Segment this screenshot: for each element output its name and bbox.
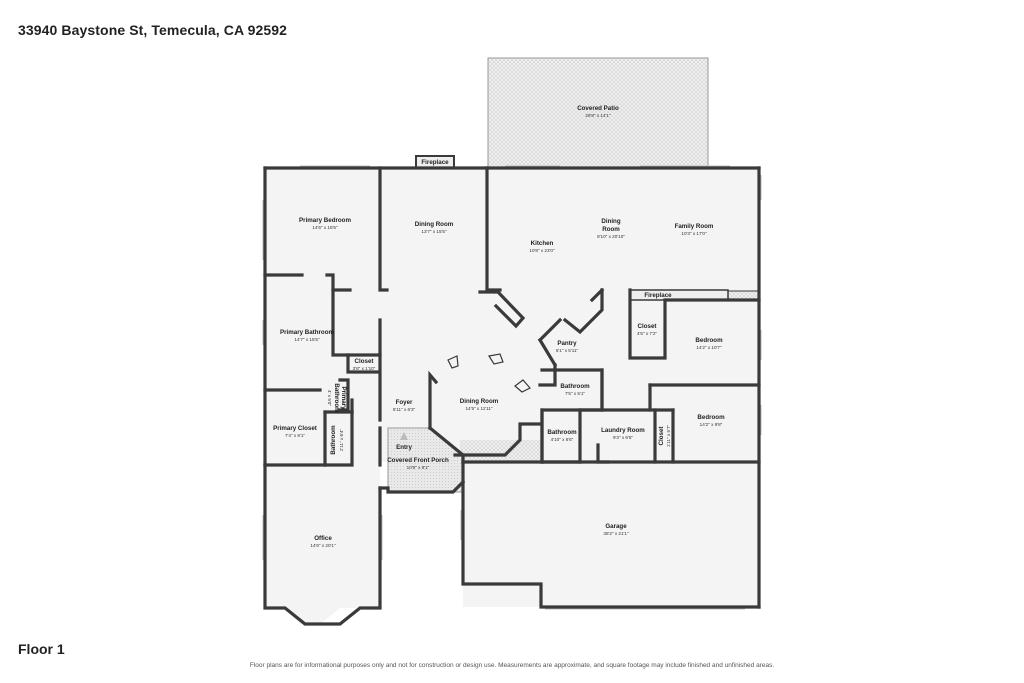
primary-closet-dims: 7'4" x 9'1" bbox=[285, 433, 305, 438]
bedroom-2-dims: 14'2" x 9'8" bbox=[700, 422, 723, 427]
primary-bathroom-small-dims: 4' x 5'0" bbox=[327, 390, 332, 406]
covered-patio-dims: 28'8" x 14'1" bbox=[585, 113, 611, 118]
covered-front-porch-dims: 10'6" x 8'1" bbox=[407, 465, 430, 470]
closet-small-dims: 3'8" x 1'10" bbox=[353, 366, 376, 371]
laundry-room-label: Laundry Room bbox=[601, 427, 645, 434]
walls bbox=[263, 166, 761, 626]
dining-room-2-dims: 8'10" x 20'10" bbox=[597, 234, 625, 239]
dining-room-1-label: Dining Room bbox=[415, 221, 454, 228]
closet-family-dims: 4'5" x 7'2" bbox=[637, 331, 657, 336]
bathroom-mid-dims: 7'5" x 5'1" bbox=[565, 391, 585, 396]
dining-room-1-dims: 13'7" x 15'5" bbox=[421, 229, 447, 234]
primary-bedroom-dims: 14'6" x 15'5" bbox=[312, 225, 338, 230]
fireplace-right-label: Fireplace bbox=[644, 292, 672, 299]
kitchen-dims: 10'8" x 23'0" bbox=[529, 248, 555, 253]
windows bbox=[262, 165, 762, 610]
primary-bathroom-label: Primary Bathroom bbox=[280, 329, 334, 336]
entry-arrow-icon bbox=[400, 432, 408, 440]
closet-small-label: Closet bbox=[355, 358, 374, 365]
bathroom-left-dims: 2'11" x 6'4" bbox=[339, 428, 344, 451]
covered-patio-label: Covered Patio bbox=[577, 105, 619, 112]
property-address: 33940 Baystone St, Temecula, CA 92592 bbox=[18, 22, 288, 38]
office-label: Office bbox=[314, 535, 332, 542]
foyer-dims: 5'11" x 6'3" bbox=[393, 407, 416, 412]
covered-patio-area bbox=[487, 57, 709, 169]
covered-front-porch-label: Covered Front Porch bbox=[387, 457, 449, 464]
primary-bathroom-small-label-line1: Primary bbox=[340, 386, 347, 410]
bedroom-1-dims: 14'2" x 10'7" bbox=[696, 345, 722, 350]
disclaimer-text: Floor plans are for informational purpos… bbox=[249, 662, 775, 669]
primary-bedroom-label: Primary Bedroom bbox=[299, 217, 351, 224]
entry-label: Entry bbox=[396, 444, 412, 451]
garage-label: Garage bbox=[605, 523, 627, 530]
floor-fill bbox=[265, 168, 759, 624]
bathroom-mid-label: Bathroom bbox=[560, 383, 590, 390]
office-dims: 14'6" x 20'1" bbox=[310, 543, 336, 548]
fireplace-top-label: Fireplace bbox=[421, 159, 449, 166]
family-room-dims: 10'3" x 17'0" bbox=[681, 231, 707, 236]
primary-closet-label: Primary Closet bbox=[273, 425, 317, 432]
dining-room-3-label: Dining Room bbox=[460, 398, 499, 405]
closet-narrow-dims: 1'11" x 5'7" bbox=[666, 424, 671, 447]
closet-family-label: Closet bbox=[638, 323, 657, 330]
bathroom-left-label: Bathroom bbox=[330, 425, 337, 455]
floor-label: Floor 1 bbox=[18, 641, 65, 657]
room-labels: Covered Patio 28'8" x 14'1" Fireplace Pr… bbox=[273, 105, 725, 548]
primary-bathroom-dims: 14'7" x 15'5" bbox=[294, 337, 320, 342]
bathroom-lower-label: Bathroom bbox=[547, 429, 577, 436]
bathroom-lower-dims: 4'10" x 6'6" bbox=[551, 437, 574, 442]
closet-narrow-label: Closet bbox=[658, 427, 665, 446]
family-room-label: Family Room bbox=[675, 223, 714, 230]
garage-dims: 38'2" x 21'1" bbox=[603, 531, 629, 536]
laundry-room-dims: 9'3" x 6'5" bbox=[613, 435, 633, 440]
dining-room-2-label-line2: Room bbox=[602, 226, 620, 233]
hatched-area-kitchen bbox=[460, 440, 542, 462]
pantry-label: Pantry bbox=[557, 340, 577, 347]
primary-bathroom-small-label-line2: Bathroom bbox=[333, 383, 340, 413]
pantry-dims: 6'1" x 5'11" bbox=[556, 348, 579, 353]
dining-room-2-label-line1: Dining bbox=[601, 218, 620, 225]
dining-room-3-dims: 14'5" x 11'11" bbox=[465, 406, 492, 411]
bedroom-2-label: Bedroom bbox=[697, 414, 725, 421]
foyer-label: Foyer bbox=[396, 399, 413, 406]
kitchen-label: Kitchen bbox=[531, 240, 554, 247]
bedroom-1-label: Bedroom bbox=[695, 337, 723, 344]
